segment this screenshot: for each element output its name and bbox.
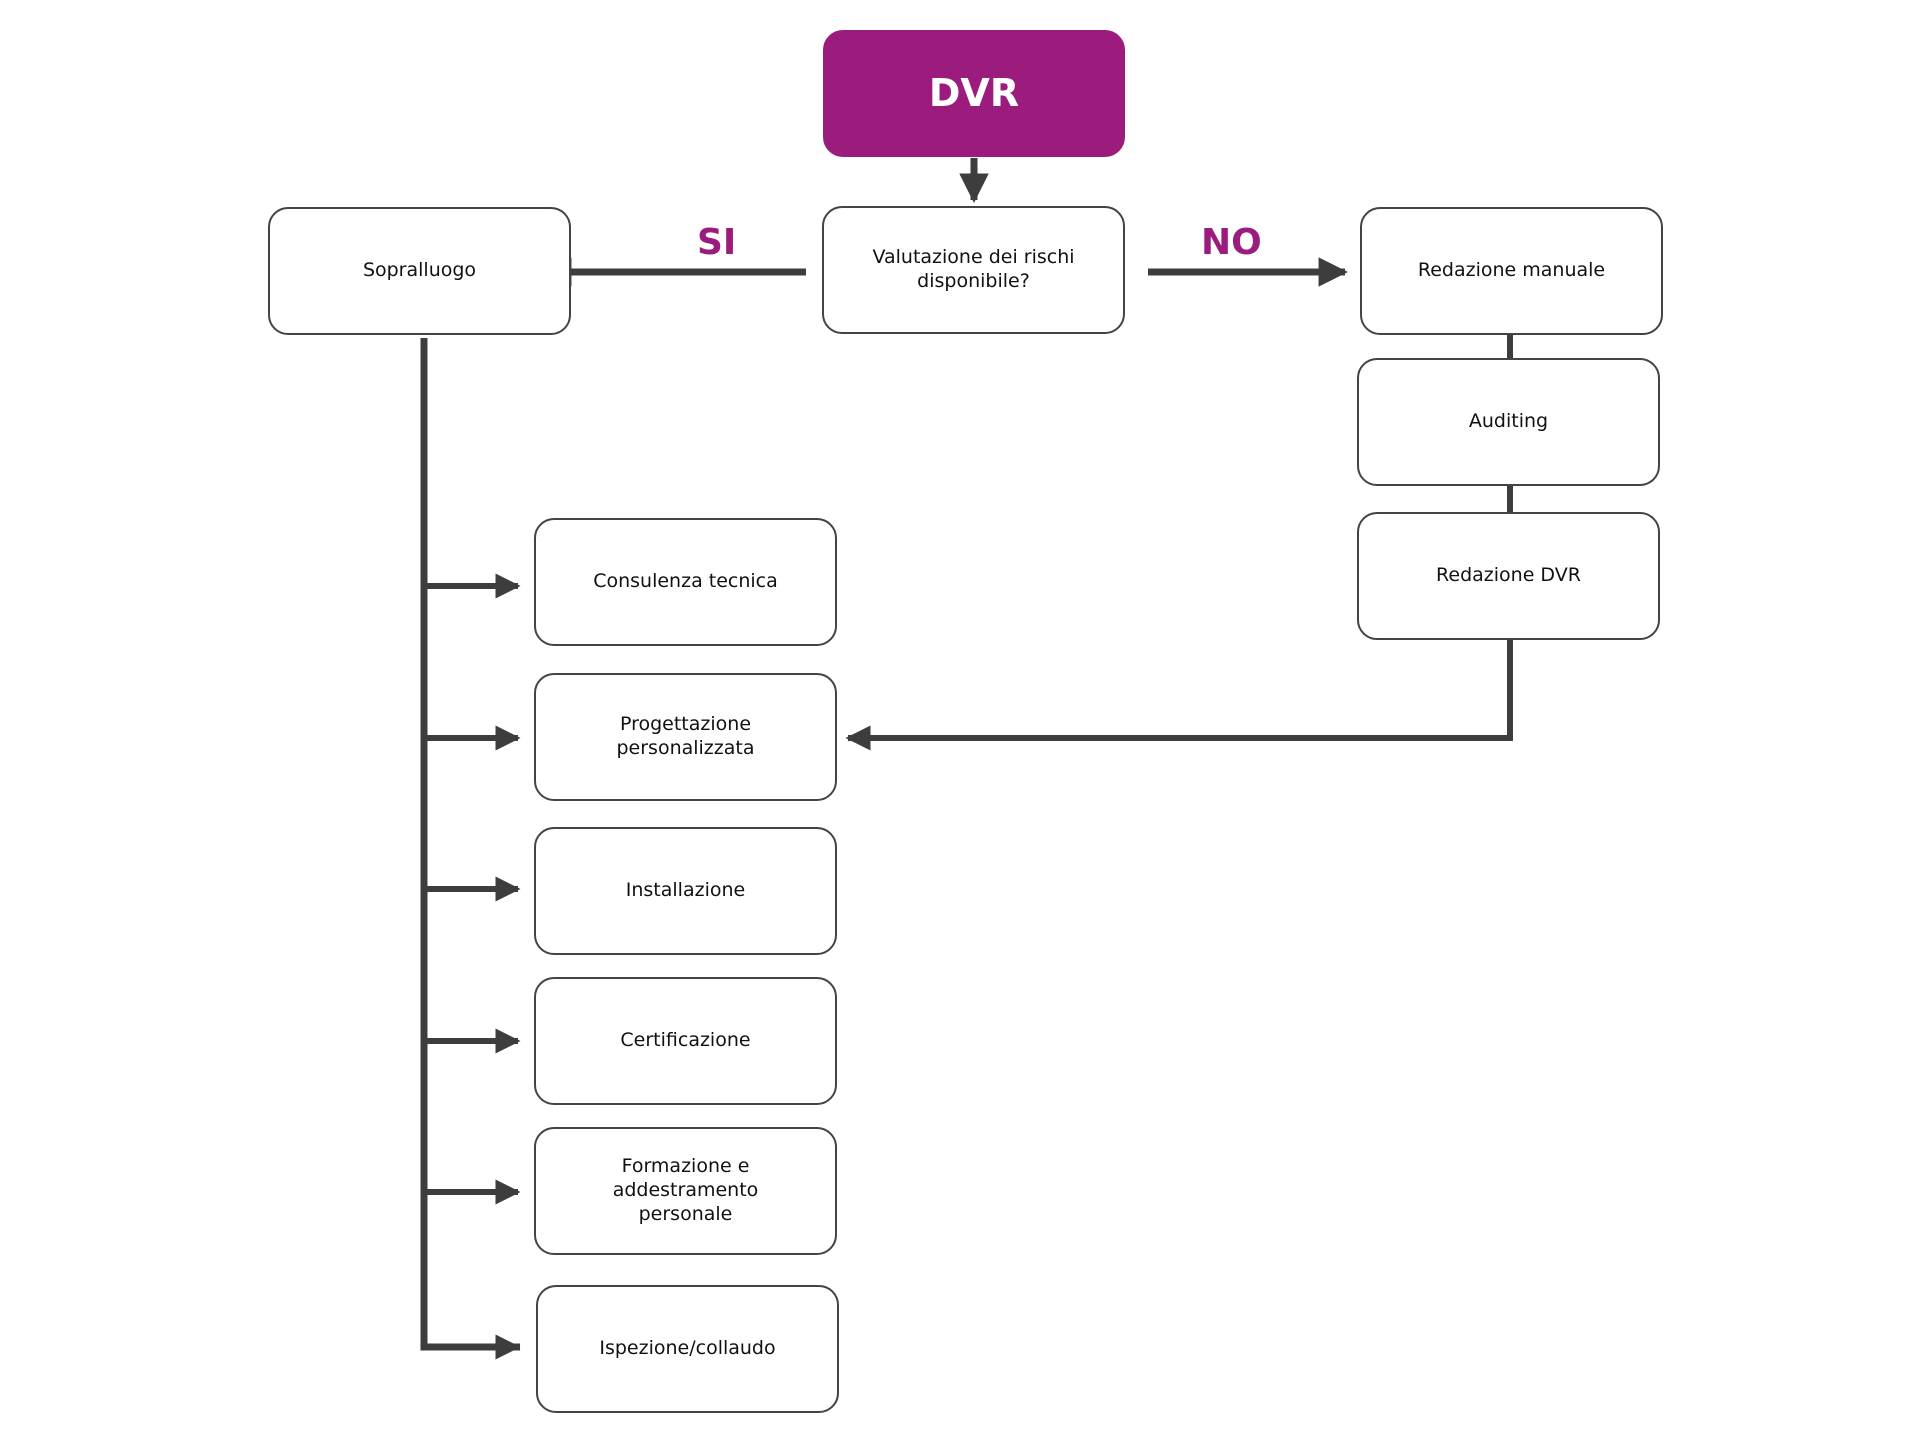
root-node-dvr: DVR xyxy=(823,30,1125,157)
node-label: Redazione DVR xyxy=(1436,564,1581,587)
root-label: DVR xyxy=(928,70,1020,115)
branch-label-yes: SI xyxy=(697,222,737,263)
service-node-formazione: Formazione e addestramento personale xyxy=(534,1127,837,1255)
node-label: Certificazione xyxy=(620,1029,751,1052)
service-node-ispezione: Ispezione/collaudo xyxy=(536,1285,839,1413)
node-sopralluogo: Sopralluogo xyxy=(268,207,571,335)
node-auditing: Auditing xyxy=(1357,358,1660,486)
node-redazione-manuale: Redazione manuale xyxy=(1360,207,1663,335)
node-label: Consulenza tecnica xyxy=(593,570,778,593)
node-label: Sopralluogo xyxy=(362,259,477,282)
service-node-consulenza: Consulenza tecnica xyxy=(534,518,837,646)
decision-label: Valutazione dei rischi disponibile? xyxy=(872,246,1075,292)
node-label: Formazione e addestramento personale xyxy=(612,1155,759,1225)
service-node-certificazione: Certificazione xyxy=(534,977,837,1105)
service-node-progettazione: Progettazione personalizzata xyxy=(534,673,837,801)
node-label: Auditing xyxy=(1468,410,1549,433)
node-label: Redazione manuale xyxy=(1417,259,1606,282)
node-label: Ispezione/collaudo xyxy=(599,1337,776,1360)
branch-label-no: NO xyxy=(1201,222,1262,263)
arrow-redazione-to-progettazione xyxy=(845,639,1513,751)
decision-node-valutazione: Valutazione dei rischi disponibile? xyxy=(822,206,1125,334)
node-redazione-dvr: Redazione DVR xyxy=(1357,512,1660,640)
trunk-sopralluogo xyxy=(420,338,520,1351)
node-label: Progettazione personalizzata xyxy=(616,713,755,759)
node-label: Installazione xyxy=(625,879,746,902)
service-node-installazione: Installazione xyxy=(534,827,837,955)
